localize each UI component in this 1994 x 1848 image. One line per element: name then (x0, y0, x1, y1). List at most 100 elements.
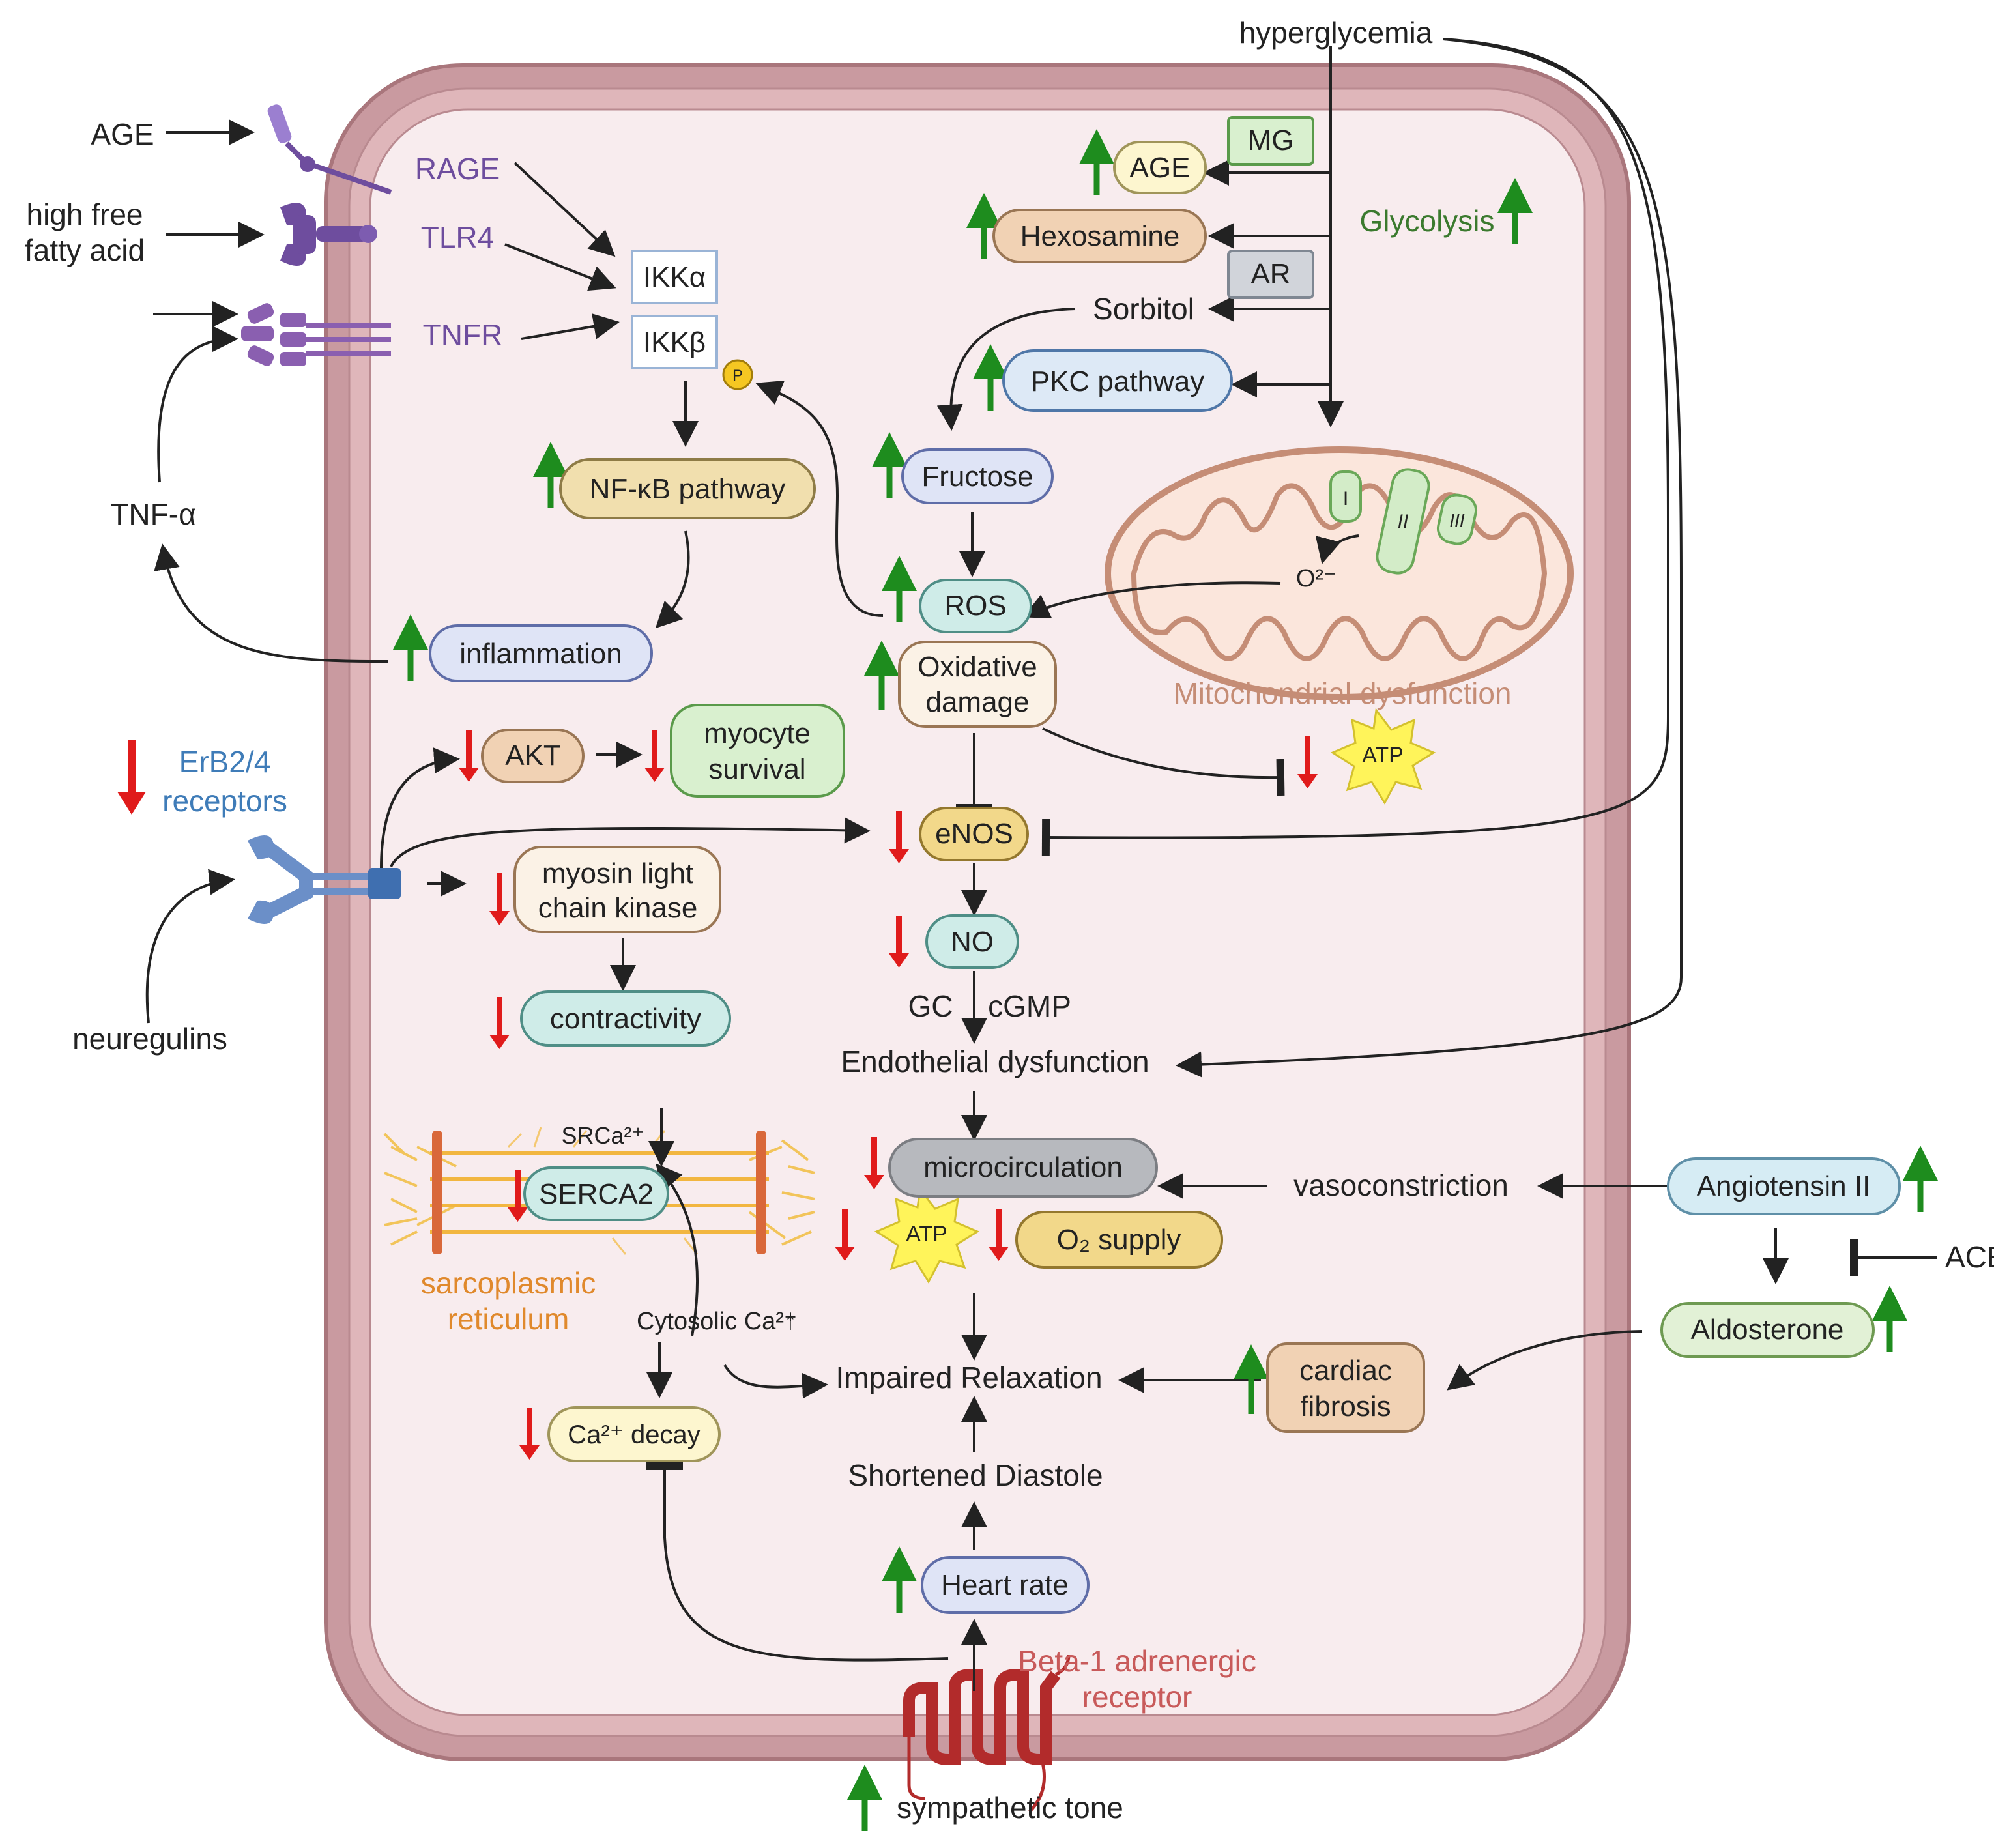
reticulum-label: reticulum (448, 1302, 570, 1336)
fibrosis-box (1266, 1342, 1425, 1433)
vasoconstriction-label: vasoconstriction (1293, 1168, 1509, 1202)
complex-ii-label: II (1398, 511, 1409, 532)
gc-label: GC (908, 989, 953, 1023)
o2supply-label: O₂ supply (1057, 1224, 1181, 1256)
contractivity-label: contractivity (550, 1003, 701, 1035)
pkc-label: PKC pathway (1031, 366, 1205, 397)
oxidative-label-2: damage (925, 686, 1029, 718)
glycolysis-label: Glycolysis (1359, 204, 1494, 238)
atp-label-microcirc: ATP (906, 1222, 947, 1247)
inflammation-box (429, 624, 653, 682)
oxidative-label-1: Oxidative (918, 651, 1037, 683)
fibrosis-label-1: cardiac (1299, 1355, 1392, 1387)
complex-i-label: I (1343, 488, 1348, 510)
nodes (429, 116, 1901, 1614)
beta1-gpcr-icon (903, 1654, 1071, 1813)
tnfr-label: TNFR (423, 318, 503, 352)
mg-box (1227, 116, 1314, 166)
tlr4-receptor-icon (280, 203, 377, 266)
phosphate-icon (722, 359, 753, 390)
serca2-box (523, 1166, 669, 1221)
nfkb-box (559, 458, 816, 519)
myocyte-label-2: survival (708, 753, 805, 785)
impaired-relaxation-label: Impaired Relaxation (835, 1361, 1102, 1394)
nfkb-label: NF-κB pathway (590, 473, 786, 505)
sorbitol-label: Sorbitol (1093, 292, 1194, 326)
ros-box (919, 579, 1032, 633)
o2-minus-label: O²⁻ (1296, 565, 1337, 592)
akt-label: AKT (505, 740, 561, 772)
microcirculation-label: microcirculation (923, 1151, 1123, 1183)
pkc-box (1002, 349, 1233, 412)
complex-iii-label: III (1449, 510, 1465, 530)
tnfr-receptor-icon (241, 303, 391, 366)
sarcomere-icon (383, 1127, 815, 1255)
erb-receptor-icon (248, 835, 401, 924)
sarcoplasmic-label: sarcoplasmic (421, 1266, 596, 1300)
serca2-label: SERCA2 (539, 1178, 654, 1210)
oxidative-box (898, 641, 1057, 728)
hexosamine-box (992, 209, 1207, 263)
myocyte-box (670, 704, 845, 798)
ca-decay-label: Ca²⁺ decay (568, 1421, 700, 1449)
atp-label-mito: ATP (1362, 743, 1404, 768)
ca-decay-box (547, 1406, 721, 1462)
phosphate-label: P (732, 367, 743, 384)
age-int-label: AGE (1130, 152, 1191, 184)
fatty-acid-label: fatty acid (25, 233, 145, 267)
connectors (145, 38, 1937, 1691)
rage-label: RAGE (415, 152, 500, 186)
tnf-alpha-label: TNF-α (110, 497, 195, 531)
beta1-label-2: receptor (1082, 1680, 1192, 1714)
contractivity-box (520, 990, 731, 1047)
o2supply-box (1015, 1211, 1223, 1269)
mlck-label-1: myosin light (542, 858, 693, 889)
akt-box (481, 729, 585, 783)
high-free-label: high free (26, 197, 143, 231)
ikka-box (631, 250, 718, 304)
cgmp-label: cGMP (988, 989, 1071, 1023)
ikkb-box (631, 315, 718, 369)
erb-label-2: receptors (162, 784, 287, 818)
tlr4-label: TLR4 (421, 220, 494, 254)
ar-label: AR (1250, 258, 1290, 290)
ros-label: ROS (944, 590, 1006, 622)
mlck-label-2: chain kinase (538, 892, 698, 924)
mitochondrial-dysfunction-label: Mitochondrial dysfunction (1173, 676, 1511, 710)
hyperglycemia-label: hyperglycemia (1239, 16, 1433, 50)
atp-burst-icon: ATP (1330, 708, 1436, 805)
heart-rate-label: Heart rate (941, 1569, 1069, 1601)
mg-label: MG (1248, 124, 1294, 156)
angiotensin-label: Angiotensin II (1697, 1170, 1871, 1202)
sympathetic-tone-label: sympathetic tone (897, 1791, 1123, 1825)
aldosterone-box (1660, 1302, 1875, 1358)
endothelial-dysfunction-label: Endothelial dysfunction (841, 1045, 1149, 1078)
no-box (925, 914, 1019, 969)
enos-label: eNOS (935, 818, 1013, 850)
shortened-diastole-label: Shortened Diastole (848, 1458, 1103, 1492)
up-arrow-icons (393, 129, 1938, 1831)
neuregulins-label: neuregulins (72, 1022, 227, 1056)
enos-box (919, 807, 1029, 861)
ar-box (1227, 250, 1314, 299)
age-int-box (1113, 141, 1207, 194)
atp-burst-icon-microcirc: ATP (874, 1187, 980, 1284)
angiotensin-box (1667, 1157, 1901, 1215)
srca-label: SRCa²⁺ (561, 1122, 644, 1149)
cytosolic-ca-up-arrow: ↑ (785, 1308, 797, 1335)
cytosolic-ca-label: Cytosolic Ca²⁺ (637, 1308, 797, 1335)
aldosterone-label: Aldosterone (1691, 1314, 1844, 1346)
ikkb-label: IKKβ (643, 326, 706, 358)
no-label: NO (951, 926, 994, 958)
hexosamine-label: Hexosamine (1020, 220, 1180, 252)
microcirculation-box (888, 1138, 1158, 1198)
mlck-box (513, 846, 721, 933)
erb-label-1: ErB2/4 (179, 745, 271, 779)
age-external-label: AGE (91, 117, 154, 151)
down-arrow-icons (117, 730, 1318, 1460)
rage-receptor-icon (267, 104, 392, 195)
fibrosis-label-2: fibrosis (1300, 1391, 1391, 1422)
ikka-label: IKKα (643, 261, 706, 293)
ace2-label: ACE2 (1945, 1240, 1994, 1274)
